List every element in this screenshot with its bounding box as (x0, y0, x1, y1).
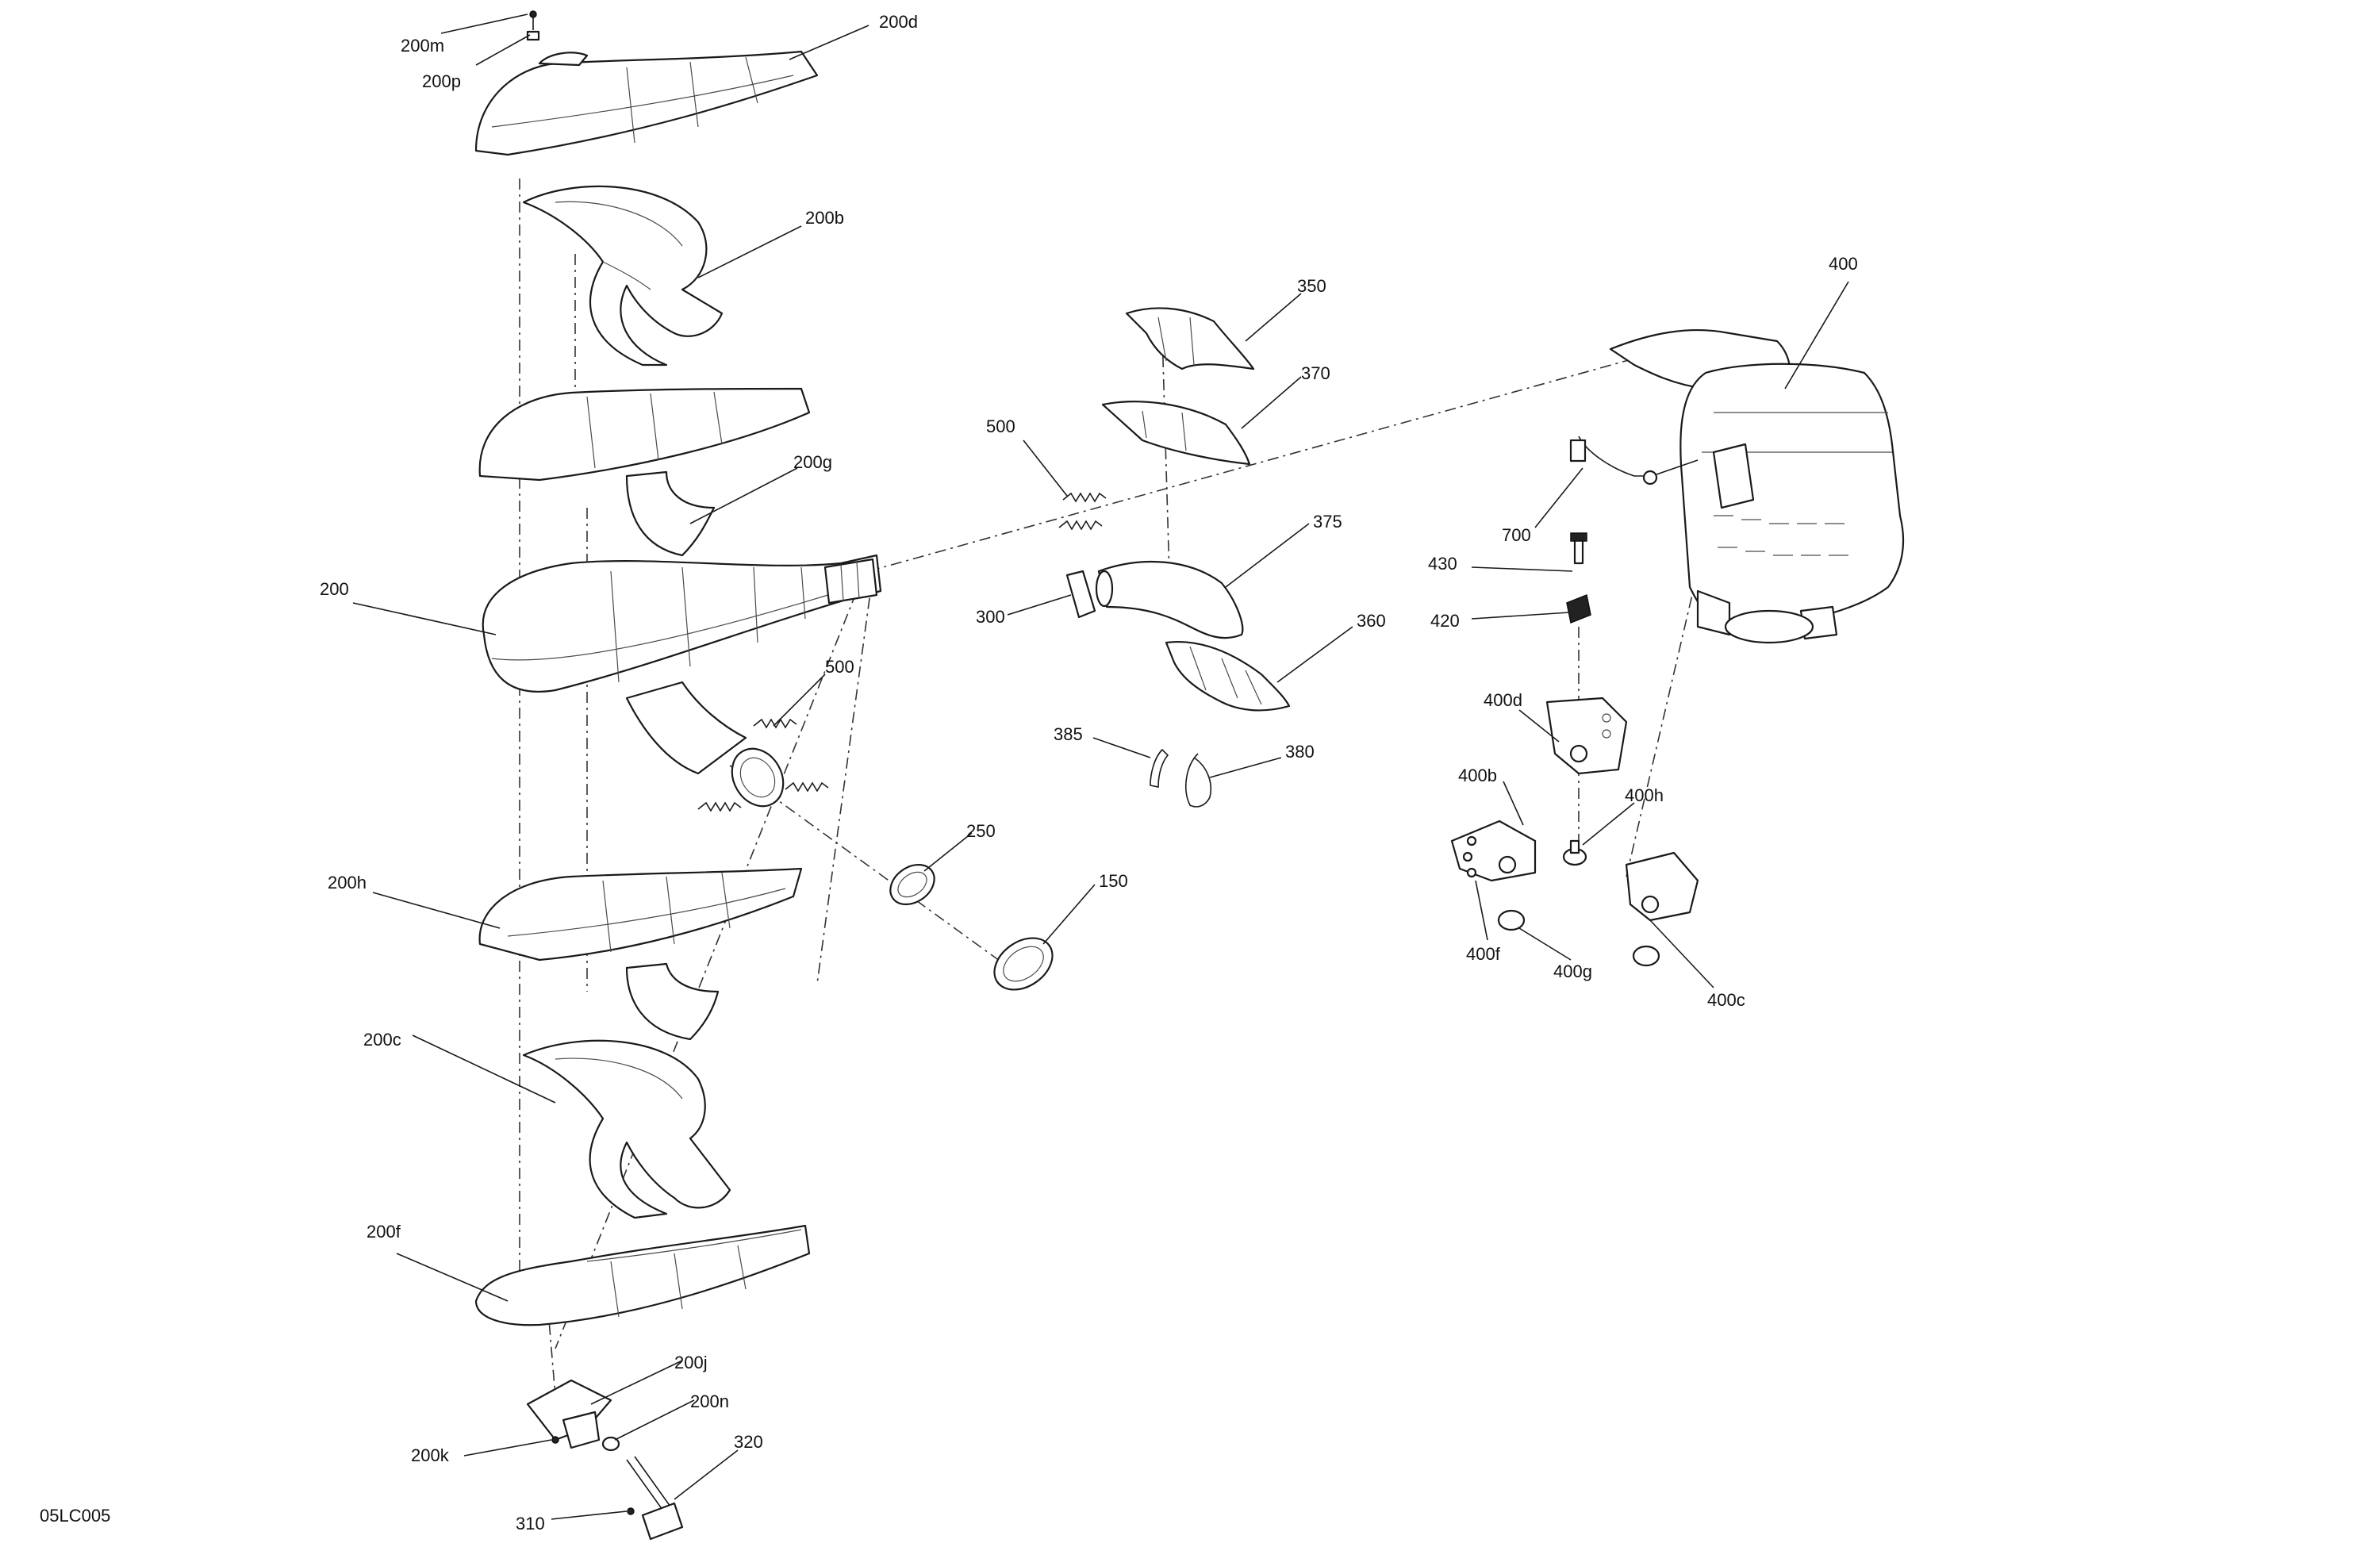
callout-500-mid: 500 (986, 416, 1015, 436)
callout-400d: 400d (1484, 690, 1522, 710)
callout-200k: 200k (411, 1445, 450, 1465)
callout-320: 320 (734, 1432, 763, 1452)
callout-250: 250 (966, 821, 996, 841)
callout-400g: 400g (1553, 961, 1592, 981)
part-400f-nuts (1462, 835, 1477, 878)
callout-400f: 400f (1466, 944, 1501, 964)
part-400h-grommet (1562, 839, 1587, 866)
callout-200: 200 (320, 579, 349, 599)
part-700-sensor (1569, 436, 1699, 486)
part-200-expansion-chamber (482, 554, 882, 808)
part-360-connector-pipe (1165, 641, 1291, 712)
callout-360: 360 (1357, 611, 1386, 631)
callout-500-left: 500 (825, 657, 854, 677)
callout-200b: 200b (805, 208, 844, 228)
part-430-bolt (1570, 532, 1587, 565)
leader-lines (352, 13, 1849, 1520)
callout-385: 385 (1054, 724, 1083, 744)
part-200k-screw (551, 1436, 559, 1444)
part-400g-grommet (1497, 909, 1660, 967)
part-500-springs-lower (697, 718, 829, 812)
part-200g-mid-shield (478, 387, 811, 557)
callout-370: 370 (1301, 363, 1330, 383)
callout-200c: 200c (363, 1030, 401, 1050)
callout-400h: 400h (1625, 785, 1664, 805)
part-300-gasket (1065, 570, 1096, 619)
part-200d-upper-shield (474, 50, 819, 156)
callout-labels: 200m 200p 200d 200b 200g 200 500 200h 20… (40, 12, 1858, 1533)
part-200n-bushing (601, 1436, 620, 1452)
callout-375: 375 (1313, 512, 1342, 532)
callout-200g: 200g (793, 452, 832, 472)
callout-200n: 200n (690, 1391, 729, 1411)
callout-300: 300 (976, 607, 1005, 627)
part-200m-screw (529, 10, 537, 30)
part-400c-bracket (1625, 851, 1699, 922)
callout-400: 400 (1829, 254, 1858, 274)
part-200b-inner-shield (522, 185, 724, 367)
part-320-mount (626, 1456, 684, 1541)
callout-430: 430 (1428, 554, 1457, 574)
part-200f-bottom-shield (474, 1224, 811, 1326)
part-380-clamp (1185, 753, 1211, 808)
figure-code: 05LC005 (40, 1506, 110, 1526)
part-250-seal-ring (889, 863, 935, 906)
part-420-washer (1566, 593, 1591, 624)
callout-350: 350 (1297, 276, 1326, 296)
callout-700: 700 (1502, 525, 1531, 545)
callout-200d: 200d (879, 12, 918, 32)
part-370-heat-shield (1101, 401, 1251, 466)
part-400d-bracket (1545, 697, 1628, 775)
part-200c-lower-inner-shield (522, 1039, 731, 1219)
callout-400c: 400c (1707, 990, 1745, 1010)
alignment-axes (519, 178, 1699, 1397)
callout-400b: 400b (1458, 766, 1497, 785)
part-200j-bracket (526, 1379, 612, 1449)
callout-200p: 200p (422, 71, 461, 91)
callout-200f: 200f (367, 1222, 401, 1242)
part-375-connector-pipe (1095, 560, 1244, 639)
part-400b-bracket (1450, 819, 1537, 882)
callout-200j: 200j (674, 1353, 708, 1372)
callout-420: 420 (1430, 611, 1460, 631)
callout-200h: 200h (328, 873, 367, 892)
part-385-clip (1150, 748, 1169, 788)
part-350-heat-shield (1125, 307, 1255, 370)
callout-380: 380 (1285, 742, 1315, 762)
part-400-muffler (1609, 329, 1905, 644)
callout-310: 310 (516, 1514, 545, 1533)
part-200h-lower-shield (478, 867, 803, 1041)
part-150-seal-ring (993, 937, 1054, 991)
part-310-screw (627, 1507, 635, 1515)
callout-150: 150 (1099, 871, 1128, 891)
part-500-springs-upper (1058, 492, 1107, 531)
callout-200m: 200m (401, 36, 444, 56)
